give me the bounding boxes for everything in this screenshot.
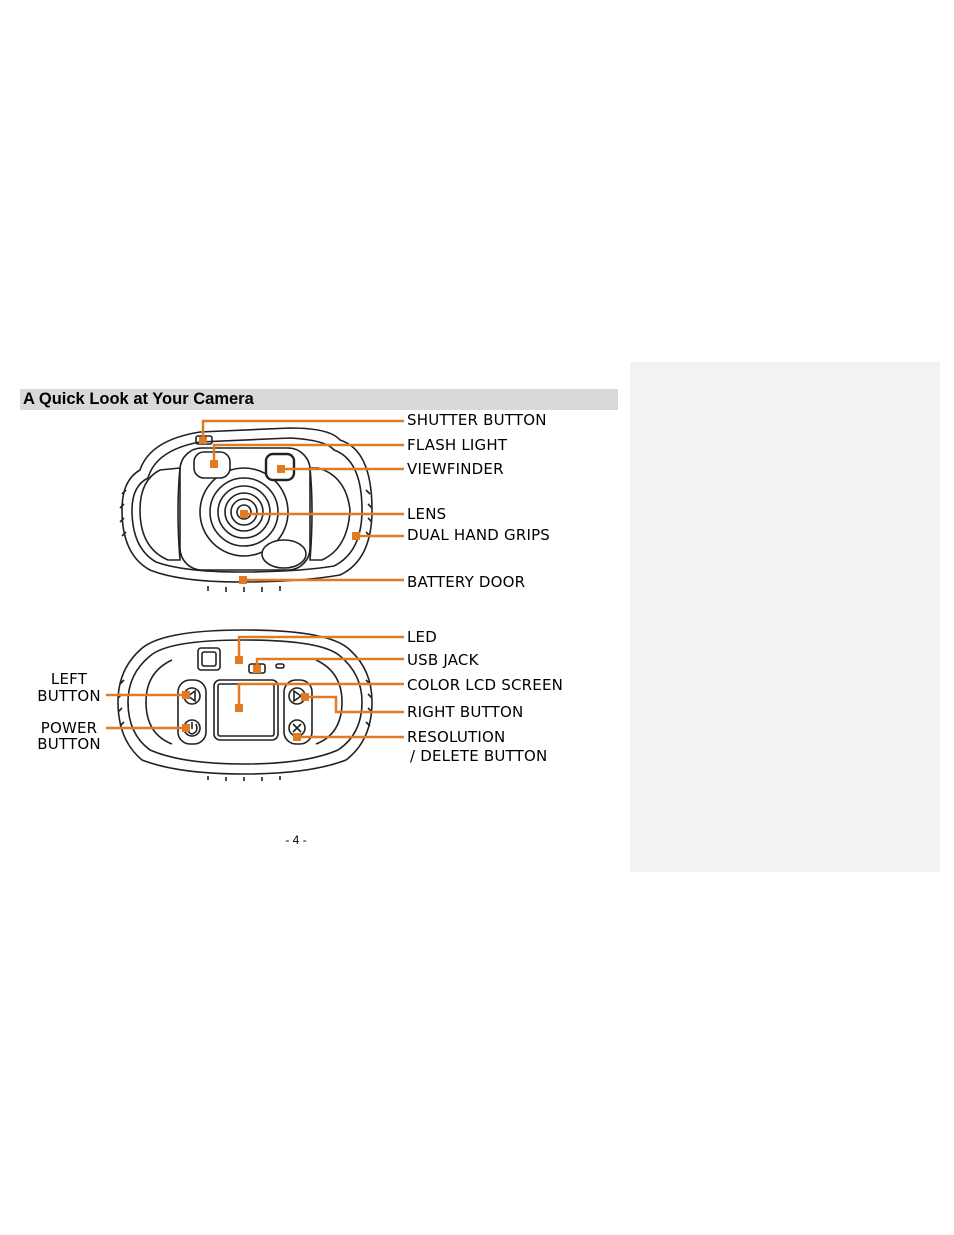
camera-back-view (117, 629, 373, 781)
label-shutter-button: SHUTTER BUTTON (407, 411, 547, 429)
callout-lines (106, 419, 404, 739)
label-lens: LENS (407, 505, 447, 523)
label-left-button-line2: BUTTON (37, 687, 101, 705)
label-power-button-line1: POWER (40, 719, 98, 737)
label-flash-light: FLASH LIGHT (407, 436, 508, 454)
callout-markers (182, 437, 360, 741)
label-usb-jack: USB JACK (407, 651, 479, 669)
label-led: LED (407, 628, 437, 646)
label-delete-button: / DELETE BUTTON (410, 747, 548, 765)
label-right-button: RIGHT BUTTON (407, 703, 524, 721)
label-power-button-line2: BUTTON (37, 735, 101, 753)
side-panel (630, 362, 940, 872)
label-resolution: RESOLUTION (407, 728, 506, 746)
label-dual-hand-grips: DUAL HAND GRIPS (407, 526, 551, 544)
label-viewfinder: VIEWFINDER (407, 460, 504, 478)
label-color-lcd-screen: COLOR LCD SCREEN (407, 676, 564, 694)
page-number: - 4 - (285, 833, 307, 847)
label-left-button-line1: LEFT (50, 670, 88, 688)
section-title: A Quick Look at Your Camera (20, 389, 618, 410)
label-battery-door: BATTERY DOOR (407, 573, 526, 591)
